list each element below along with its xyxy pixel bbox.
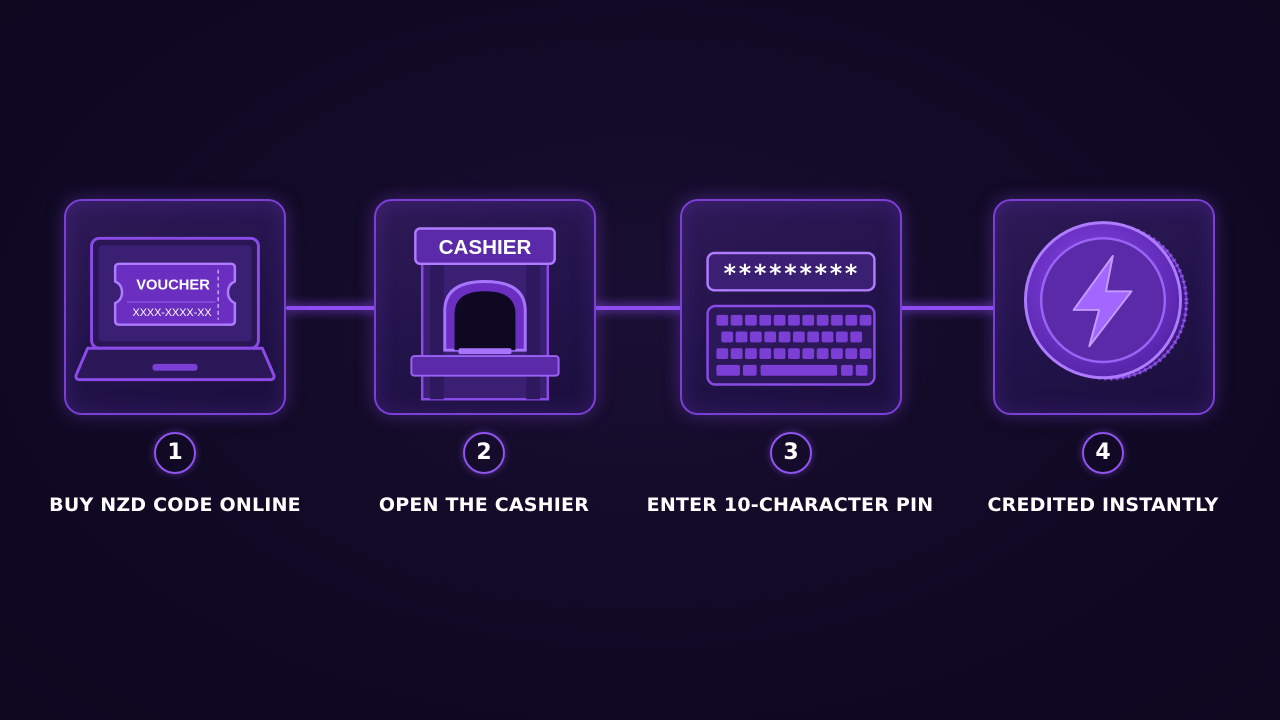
keyboard-key xyxy=(816,348,829,360)
keyboard-key xyxy=(792,331,805,343)
cashier-sign: CASHIER xyxy=(439,236,532,259)
keyboard-key xyxy=(788,314,800,326)
keyboard-key xyxy=(716,314,729,326)
keyboard-key xyxy=(745,348,757,360)
keyboard-key xyxy=(759,314,772,326)
step-1-card: VOUCHER XXXX-XXXX-XX xyxy=(64,199,286,415)
keyboard-key xyxy=(845,348,858,360)
keyboard-key xyxy=(749,331,762,343)
lightning-bolt xyxy=(1072,254,1133,348)
keyboard-key xyxy=(760,364,838,376)
keyboard-key xyxy=(850,331,863,343)
keyboard-key xyxy=(831,314,843,326)
keyboard-key xyxy=(816,314,829,326)
laptop-voucher-icon: VOUCHER XXXX-XXXX-XX xyxy=(74,236,276,382)
keyboard-key xyxy=(859,348,872,360)
keyboard-key xyxy=(730,348,743,360)
keyboard-key xyxy=(773,314,786,326)
step-4-number: 4 xyxy=(1082,432,1124,474)
step-2-card: CASHIER xyxy=(374,199,596,415)
step-2-number: 2 xyxy=(463,432,505,474)
connector-1-2 xyxy=(286,306,376,310)
pin-field-mask: ********* xyxy=(723,259,859,287)
step-4-label: CREDITED INSTANTLY xyxy=(987,494,1219,516)
voucher-title: VOUCHER xyxy=(136,277,210,293)
keyboard-key xyxy=(778,331,791,343)
keyboard-key xyxy=(841,364,853,376)
keyboard-key xyxy=(742,364,757,376)
keyboard-key xyxy=(730,314,743,326)
keyboard-key xyxy=(835,331,848,343)
keyboard-key xyxy=(721,331,734,343)
keyboard-key xyxy=(821,331,834,343)
keyboard-keys xyxy=(716,314,872,376)
voucher-code: XXXX-XXXX-XX xyxy=(133,307,212,319)
step-1-number: 1 xyxy=(154,432,196,474)
keyboard-key xyxy=(802,348,815,360)
connector-3-4 xyxy=(901,306,996,310)
pin-keyboard-icon: ********* xyxy=(706,251,876,386)
keyboard-key xyxy=(716,364,740,376)
step-3-number: 3 xyxy=(770,432,812,474)
keyboard-key xyxy=(859,314,872,326)
step-2-label: OPEN THE CASHIER xyxy=(378,494,590,516)
keyboard-key xyxy=(788,348,800,360)
step-3-card: ********* xyxy=(680,199,902,415)
keyboard-key xyxy=(845,314,858,326)
keyboard-key xyxy=(807,331,820,343)
connector-2-3 xyxy=(593,306,682,310)
keyboard-key xyxy=(716,348,729,360)
step-3-label: ENTER 10-CHARACTER PIN xyxy=(646,494,934,516)
keyboard-key xyxy=(764,331,777,343)
cashier-booth-icon: CASHIER xyxy=(410,227,560,401)
keyboard-key xyxy=(735,331,748,343)
keyboard-key xyxy=(773,348,786,360)
keyboard-key xyxy=(831,348,843,360)
step-4-card xyxy=(993,199,1215,415)
step-1-label: BUY NZD CODE ONLINE xyxy=(49,494,301,516)
keyboard-key xyxy=(759,348,772,360)
keyboard-key xyxy=(745,314,757,326)
keyboard-key xyxy=(802,314,815,326)
lightning-coin-icon xyxy=(1024,221,1189,381)
voucher-ticket: VOUCHER XXXX-XXXX-XX xyxy=(113,262,237,326)
keyboard-key xyxy=(855,364,868,376)
